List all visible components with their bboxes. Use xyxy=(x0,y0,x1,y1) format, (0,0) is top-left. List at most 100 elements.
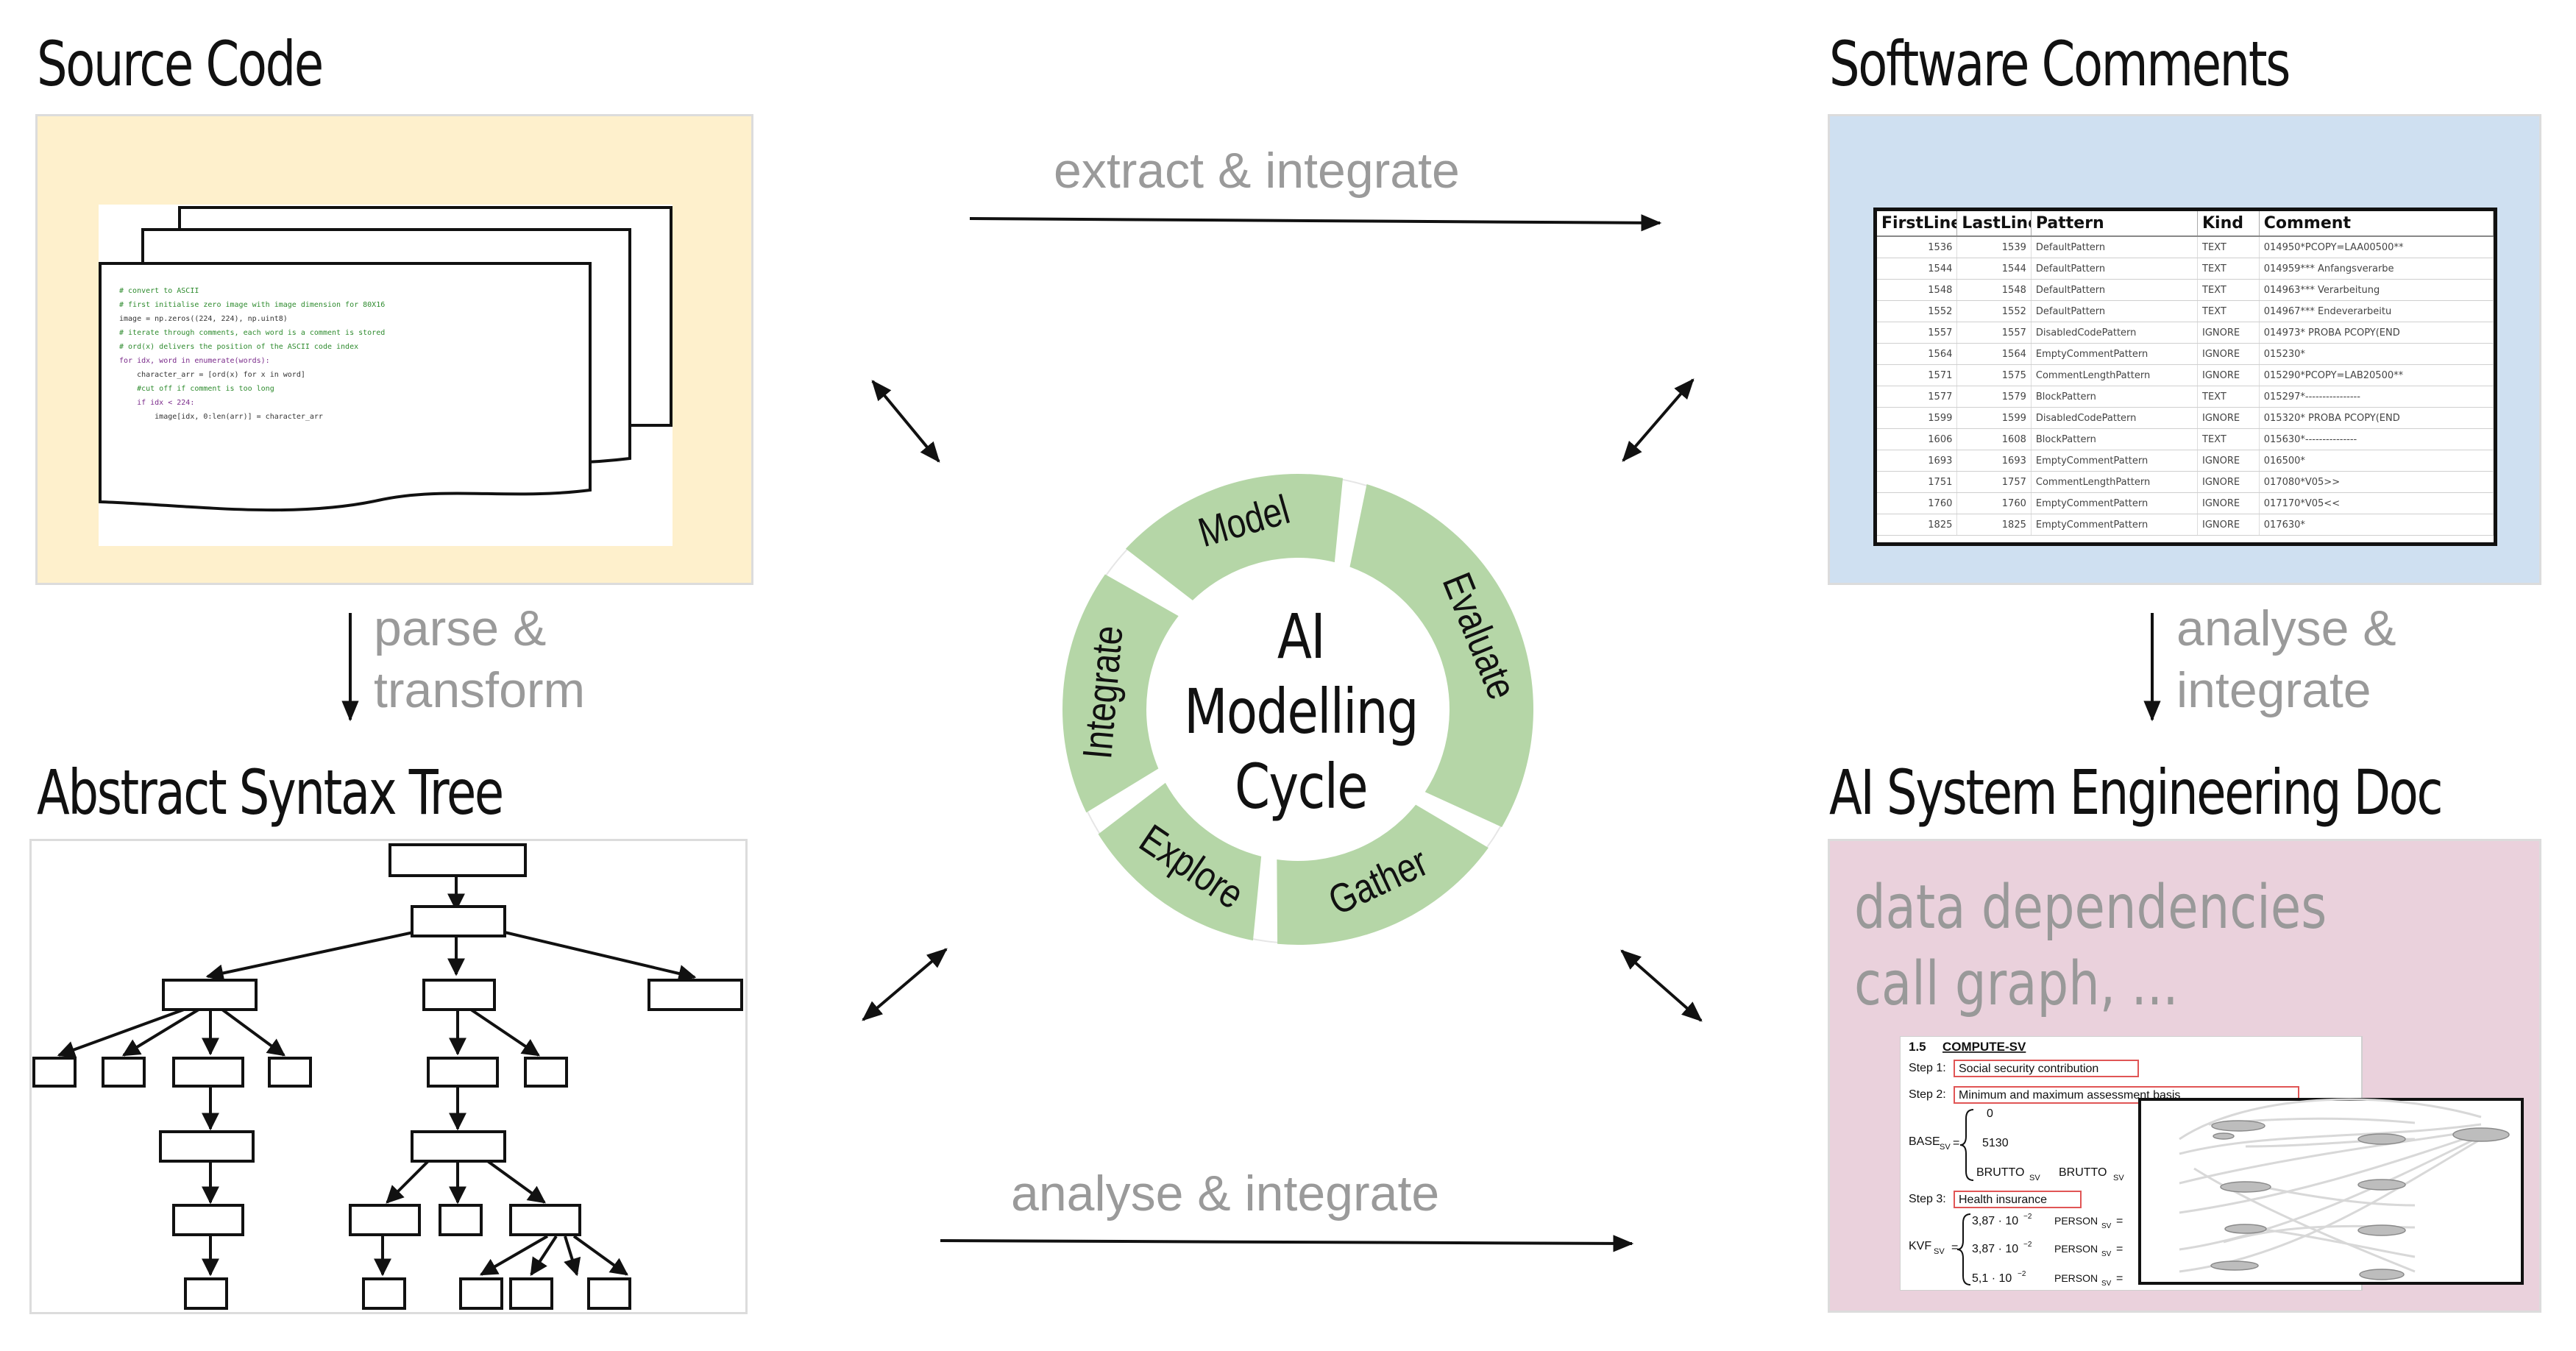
table-cell: 1557 xyxy=(1877,322,1958,344)
doc-section-title: COMPUTE-SV xyxy=(1942,1040,2026,1054)
ast-diagram xyxy=(32,843,743,1310)
doc-base-val4: BRUTTO xyxy=(2059,1166,2107,1179)
code-line: #cut off if comment is too long xyxy=(119,385,274,393)
svg-text:=: = xyxy=(2116,1243,2123,1255)
diag-arrow-bottom-left xyxy=(862,948,948,1021)
doc-person-sub: SV xyxy=(2101,1222,2112,1230)
code-line: # iterate through comments, each word is… xyxy=(119,329,386,337)
table-cell: 016500* xyxy=(2259,450,2494,472)
table-cell: BlockPattern xyxy=(2031,428,2199,450)
doc-call-graph: call graph, ... xyxy=(1854,949,2179,1019)
right-arrow-label-1: analyse & xyxy=(2176,600,2396,656)
code-line: if idx < 224: xyxy=(119,399,195,407)
table-cell: IGNORE xyxy=(2197,364,2260,386)
ai-doc-title: AI System Engineering Doc xyxy=(1829,756,2443,829)
table-cell: 015630*--------------- xyxy=(2259,428,2494,450)
doc-base-val4-sub: SV xyxy=(2113,1174,2124,1182)
doc-base-sub: SV xyxy=(1940,1143,1951,1152)
table-cell: 1552 xyxy=(1956,300,2032,322)
cycle-segment xyxy=(1062,574,1179,813)
table-cell: EmptyCommentPattern xyxy=(2031,492,2199,514)
cycle-segment xyxy=(1277,804,1489,945)
table-cell: 1606 xyxy=(1877,428,1958,450)
doc-person: PERSON xyxy=(2054,1243,2098,1255)
table-cell: 1544 xyxy=(1877,258,1958,280)
doc-step2-text: Minimum and maximum assessment basis xyxy=(1959,1089,2180,1102)
doc-person: PERSON xyxy=(2054,1272,2098,1284)
table-cell: DefaultPattern xyxy=(2031,258,2199,280)
doc-base-val2: 5130 xyxy=(1982,1137,2009,1149)
column-header: LastLine xyxy=(1956,211,2032,237)
table-cell: EmptyCommentPattern xyxy=(2031,450,2199,472)
doc-kvf-val3: 5,1 · 10 xyxy=(1972,1272,2012,1285)
table-cell: BlockPattern xyxy=(2031,386,2199,408)
table-cell: 015320* PROBA PCOPY(END xyxy=(2259,407,2494,429)
table-cell: 1557 xyxy=(1956,322,2032,344)
code-line: image[idx, 0:len(arr)] = character_arr xyxy=(119,413,323,421)
cycle-center-line1: AI xyxy=(1277,600,1326,673)
doc-kvf-exp: −2 xyxy=(2018,1270,2026,1278)
doc-step3-label: Step 3: xyxy=(1909,1193,1946,1205)
code-line: # ord(x) delivers the position of the AS… xyxy=(119,343,359,351)
doc-step3-text: Health insurance xyxy=(1959,1194,2047,1206)
table-cell: DefaultPattern xyxy=(2031,300,2199,322)
cycle-center-line3: Cycle xyxy=(1234,751,1369,823)
table-cell: 1536 xyxy=(1877,236,1958,258)
source-code-pages xyxy=(99,205,673,546)
table-cell: CommentLengthPattern xyxy=(2031,471,2199,493)
table-cell: 1757 xyxy=(1956,471,2032,493)
table-cell: 015297*---------------- xyxy=(2259,386,2494,408)
code-line: # convert to ASCII xyxy=(119,287,199,295)
table-cell: DefaultPattern xyxy=(2031,279,2199,301)
table-header-row: FirstLine LastLine Pattern Kind Comment xyxy=(1877,211,2494,237)
call-graph-inset xyxy=(2138,1098,2524,1285)
table-cell: DisabledCodePattern xyxy=(2031,322,2199,344)
doc-step1-label: Step 1: xyxy=(1909,1062,1946,1074)
bottom-arrow xyxy=(940,1235,1634,1252)
doc-kvf-val1: 3,87 · 10 xyxy=(1972,1215,2018,1227)
table-cell: 1751 xyxy=(1877,471,1958,493)
code-line: character_arr = [ord(x) for x in word] xyxy=(119,371,305,379)
table-cell: IGNORE xyxy=(2197,450,2260,472)
table-cell: EmptyCommentPattern xyxy=(2031,514,2199,536)
table-cell: TEXT xyxy=(2197,428,2260,450)
ast-title: Abstract Syntax Tree xyxy=(37,756,504,829)
table-cell: 1608 xyxy=(1956,428,2032,450)
table-cell: 014967*** Endeverarbeitu xyxy=(2259,300,2494,322)
table-cell: TEXT xyxy=(2197,386,2260,408)
table-cell: 1575 xyxy=(1956,364,2032,386)
table-cell: 014959*** Anfangsverarbe xyxy=(2259,258,2494,280)
doc-person: PERSON xyxy=(2054,1215,2098,1227)
software-comments-title: Software Comments xyxy=(1829,28,2291,100)
svg-text:=: = xyxy=(2116,1215,2123,1227)
doc-kvf-label: KVF xyxy=(1909,1240,1931,1252)
table-cell: IGNORE xyxy=(2197,407,2260,429)
table-cell: IGNORE xyxy=(2197,492,2260,514)
svg-text:=: = xyxy=(1951,1241,1958,1254)
svg-text:=: = xyxy=(1953,1137,1959,1149)
right-arrow-label-2: integrate xyxy=(2176,662,2371,718)
table-cell: 1577 xyxy=(1877,386,1958,408)
table-cell: 1760 xyxy=(1956,492,2032,514)
source-code-title: Source Code xyxy=(37,28,324,100)
code-line: image = np.zeros((224, 224), np.uint8) xyxy=(119,315,288,323)
doc-base-val1: 0 xyxy=(1987,1107,1993,1120)
cycle-center-label: AI Modelling Cycle xyxy=(1180,599,1422,824)
table-cell: 014950*PCOPY=LAA00500** xyxy=(2259,236,2494,258)
table-cell: 1693 xyxy=(1877,450,1958,472)
table-cell: IGNORE xyxy=(2197,343,2260,365)
table-cell: 1548 xyxy=(1956,279,2032,301)
table-cell: TEXT xyxy=(2197,258,2260,280)
column-header: Kind xyxy=(2197,211,2260,237)
doc-section-number: 1.5 xyxy=(1909,1040,1926,1054)
doc-kvf-val2: 3,87 · 10 xyxy=(1972,1243,2018,1255)
cycle-segment xyxy=(1349,483,1533,827)
